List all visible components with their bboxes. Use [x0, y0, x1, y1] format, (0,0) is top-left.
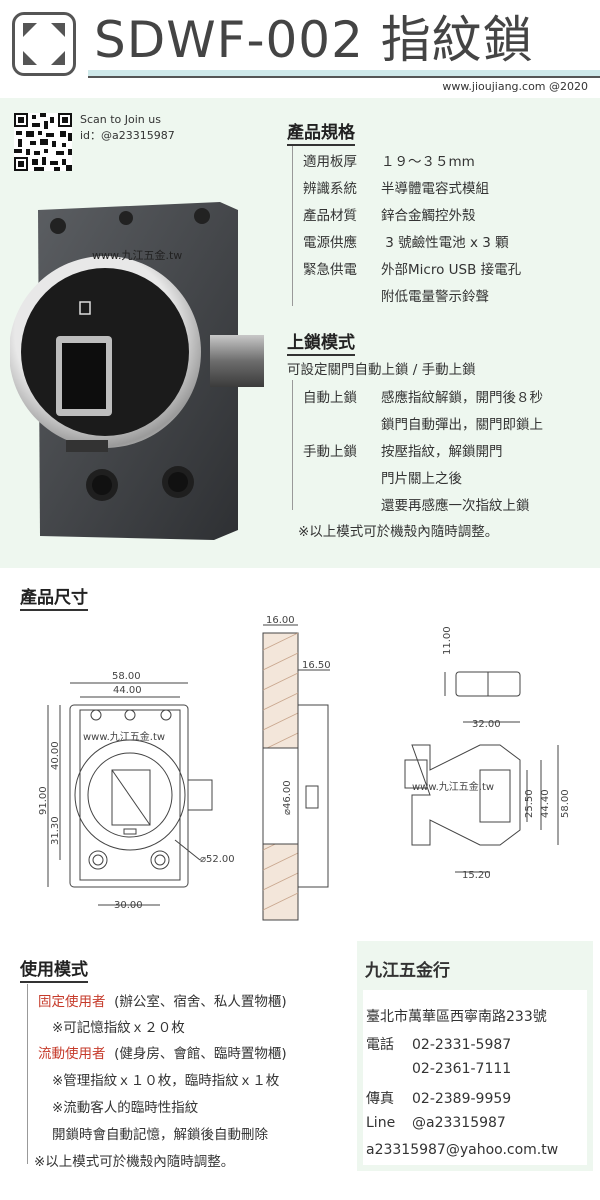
- qr-caption: Scan to Join us id：@a23315987: [80, 112, 175, 144]
- usage-bar: [27, 984, 28, 1164]
- shop-email[interactable]: a23315987@yahoo.com.tw: [366, 1142, 559, 1158]
- usage-note: ※以上模式可於機殼內隨時調整。: [34, 1154, 235, 1170]
- dim-46: ⌀46.00: [282, 780, 293, 815]
- dim-44: 44.00: [113, 685, 142, 696]
- dim-58b: 58.00: [560, 789, 571, 818]
- watermark-drawing: www.九江五金.tw: [83, 730, 165, 743]
- usage-heading: 使用模式: [20, 955, 88, 983]
- shop-box-inner: [357, 990, 593, 1171]
- mobile-user-note2: ※流動客人的臨時性指紋: [52, 1100, 199, 1116]
- line-label: Line: [366, 1115, 396, 1131]
- fax-label: 傳真: [366, 1091, 394, 1107]
- dim-152: 15.20: [462, 870, 491, 881]
- qr-caption-line1: Scan to Join us: [80, 113, 161, 126]
- dim-40: 40.00: [50, 741, 61, 770]
- page-title: SDWF-002 指紋鎖: [94, 11, 534, 69]
- lockmode-list: 自動上鎖感應指紋解鎖，開門後８秒 鎖門自動彈出，關門即鎖上 手動上鎖按壓指紋，解…: [303, 386, 543, 521]
- fax-number: 02-2389-9959: [412, 1091, 512, 1107]
- website-url[interactable]: www.jioujiang.com @2020: [442, 80, 588, 93]
- dim-91: 91.00: [38, 786, 49, 815]
- logo-arrows-icon: [23, 23, 65, 65]
- spec-row-extra: 附低電量警示鈴聲: [381, 289, 489, 305]
- watermark-photo: www.九江五金.tw: [92, 249, 183, 262]
- fixed-user-row: 固定使用者 (辦公室、宿舍、私人置物櫃): [38, 994, 287, 1010]
- spec-row: 緊急供電外部Micro USB 接電孔: [303, 262, 522, 278]
- mobile-user-note3: 開鎖時會自動記憶，解鎖後自動刪除: [52, 1127, 268, 1143]
- dim-31: 31.30: [50, 816, 61, 845]
- tel-label: 電話: [366, 1037, 394, 1053]
- fixed-user-label: 固定使用者: [38, 994, 106, 1010]
- line-id[interactable]: @a23315987: [412, 1115, 506, 1131]
- watermark-drawing-2: www.九江五金.tw: [412, 780, 494, 793]
- header-underline: [88, 70, 600, 78]
- shop-tel-row: 電話 02-2331-5987: [366, 1034, 511, 1054]
- spec-bar: [292, 146, 293, 306]
- dim-52: ⌀52.00: [200, 854, 235, 865]
- mobile-user-note1: ※管理指紋ｘ１０枚，臨時指紋ｘ１枚: [52, 1073, 280, 1089]
- auto-lock-label: 自動上鎖: [303, 390, 357, 406]
- qr-code[interactable]: [14, 113, 72, 171]
- shop-line-row: Line @a23315987: [366, 1115, 506, 1131]
- lockmode-intro: 可設定關門自動上鎖 / 手動上鎖: [287, 362, 476, 378]
- spec-row: 辨識系統半導體電容式模組: [303, 181, 489, 197]
- manual-lock-label: 手動上鎖: [303, 444, 357, 460]
- dim-165: 16.50: [302, 660, 331, 671]
- spec-row: 產品材質鋅合金觸控外殼: [303, 208, 476, 224]
- dim-444: 44.40: [540, 789, 551, 818]
- tel-2[interactable]: 02-2361-7111: [412, 1061, 512, 1077]
- header: SDWF-002 指紋鎖 www.jioujiang.com @2020: [0, 0, 600, 98]
- fixed-user-note: ※可記憶指紋ｘ２０枚: [52, 1020, 185, 1036]
- dim-255: 25.50: [524, 789, 535, 818]
- mobile-user-row: 流動使用者 (健身房、會館、臨時置物櫃): [38, 1046, 287, 1062]
- header-rule: [88, 76, 600, 78]
- dim-11: 11.00: [442, 626, 453, 655]
- spec-row: 電源供應 3 號鹼性電池 x 3 顆: [303, 235, 509, 251]
- dim-16: 16.00: [266, 615, 295, 626]
- shop-address: 臺北市萬華區西寧南路233號: [366, 1009, 547, 1025]
- dims-heading: 產品尺寸: [20, 583, 88, 611]
- shop-fax-row: 傳真 02-2389-9959: [366, 1088, 511, 1108]
- product-photo: www.九江五金.tw: [9, 190, 280, 550]
- spec-heading: 產品規格: [287, 118, 355, 146]
- mobile-user-label: 流動使用者: [38, 1046, 106, 1062]
- qr-caption-line2: id：@a23315987: [80, 129, 175, 142]
- tel-1[interactable]: 02-2331-5987: [412, 1037, 512, 1053]
- shop-name: 九江五金行: [365, 961, 450, 981]
- brand-logo: [12, 12, 76, 76]
- dim-30: 30.00: [114, 900, 143, 911]
- lockmode-note: ※以上模式可於機殼內隨時調整。: [298, 524, 499, 540]
- lockmode-heading: 上鎖模式: [287, 328, 355, 356]
- qr-code-icon: [14, 113, 72, 171]
- lock-illustration: [9, 202, 264, 540]
- dim-58: 58.00: [112, 671, 141, 682]
- dimension-drawings: 58.00 44.00 www.九江五金.tw 40.00 91.00 31.3…: [38, 615, 571, 921]
- lockmode-bar: [292, 380, 293, 510]
- dim-32: 32.00: [472, 719, 501, 730]
